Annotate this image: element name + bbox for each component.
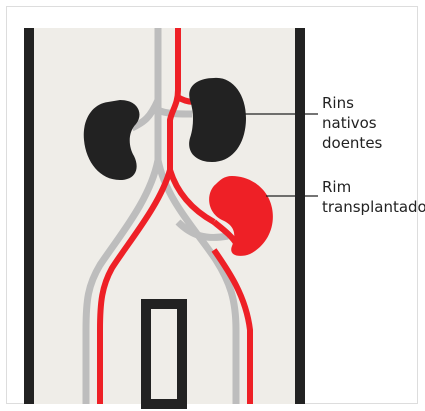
label-transplant-line-1: Rim <box>322 177 425 197</box>
label-native-kidneys: Rins nativos doentes <box>322 93 382 153</box>
body-wall-right <box>295 28 305 404</box>
label-transplanted-kidney: Rim transplantado <box>322 177 425 217</box>
body-wall-left <box>24 28 34 404</box>
label-native-line-2: nativos <box>322 113 382 133</box>
label-native-line-3: doentes <box>322 133 382 153</box>
label-native-line-1: Rins <box>322 93 382 113</box>
label-transplant-line-2: transplantado <box>322 197 425 217</box>
